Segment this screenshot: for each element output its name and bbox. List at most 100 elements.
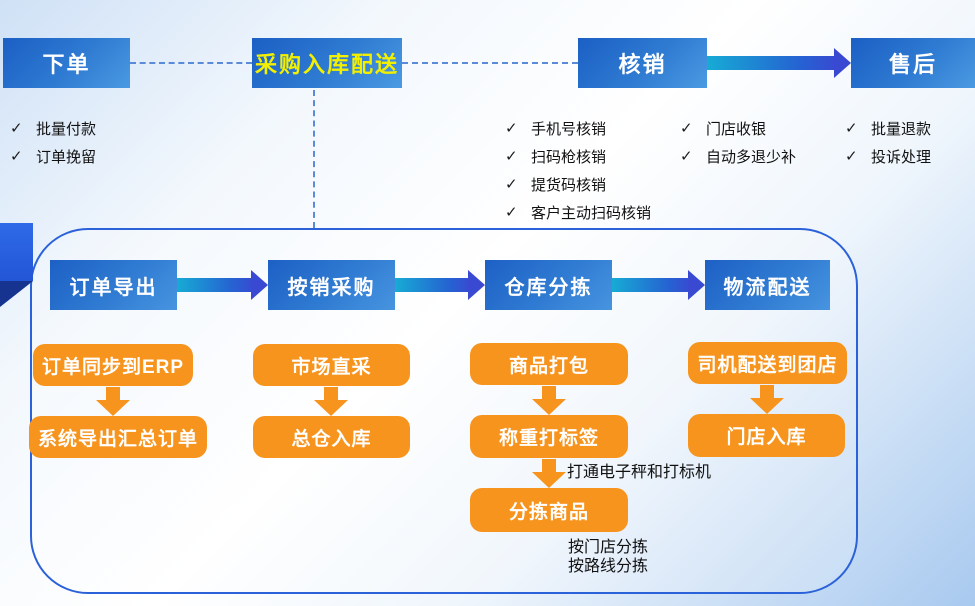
- arrow-head-icon: [834, 48, 851, 78]
- box-sort-goods: 分拣商品: [470, 488, 628, 532]
- arrow-step-2-3: [395, 270, 485, 300]
- arrow-body: [177, 278, 255, 292]
- checklist-label: 投诉处理: [871, 148, 932, 166]
- stage-place-order: 下单: [3, 38, 130, 88]
- checklist-order: ✓ 批量付款 ✓ 订单挽留: [10, 114, 96, 170]
- stage-label: 下单: [42, 52, 91, 77]
- step-label: 仓库分拣: [504, 276, 593, 299]
- box-label: 总仓入库: [291, 428, 372, 450]
- note-scale-labeler: 打通电子秤和打标机: [567, 464, 712, 481]
- checklist-label: 自动多退少补: [706, 148, 797, 166]
- check-icon: ✓: [10, 120, 23, 137]
- box-label: 门店入库: [726, 427, 807, 448]
- checklist-item: ✓ 提货码核销: [505, 170, 651, 198]
- checklist-item: ✓ 订单挽留: [10, 142, 96, 170]
- box-central-warehouse-inbound: 总仓入库: [253, 416, 410, 458]
- checklist-item: ✓ 批量付款: [10, 114, 96, 142]
- checklist-item: ✓ 投诉处理: [845, 142, 931, 170]
- arrow-head-icon: [532, 399, 566, 415]
- arrow-head-icon: [750, 398, 784, 414]
- check-icon: ✓: [505, 148, 518, 165]
- checklist-label: 批量退款: [871, 120, 932, 138]
- down-arrow-icon: [96, 387, 130, 416]
- note-line: 按门店分拣: [568, 539, 649, 556]
- box-label: 商品打包: [508, 355, 589, 377]
- arrow-head-icon: [468, 270, 485, 300]
- box-system-export-summary: 系统导出汇总订单: [29, 416, 207, 458]
- arrow-body: [395, 278, 472, 292]
- ribbon-fold-decoration: [0, 281, 33, 307]
- step-order-export: 订单导出: [50, 260, 177, 310]
- checklist-label: 批量付款: [36, 120, 97, 138]
- box-driver-delivery-store: 司机配送到团店: [688, 342, 847, 384]
- dashed-drop-connector: [313, 90, 315, 228]
- down-arrow-icon: [314, 387, 348, 416]
- box-goods-packing: 商品打包: [470, 343, 628, 385]
- arrow-stem: [760, 385, 774, 398]
- step-label: 按销采购: [287, 276, 376, 299]
- box-order-sync-erp: 订单同步到ERP: [33, 344, 193, 386]
- step-label: 订单导出: [69, 276, 158, 299]
- box-label: 称重打标签: [498, 428, 599, 449]
- checklist-item: ✓ 门店收银: [680, 114, 796, 142]
- stage-label: 售后: [888, 52, 937, 77]
- checklist-label: 门店收银: [706, 120, 767, 138]
- box-store-inbound: 门店入库: [688, 414, 845, 457]
- box-weigh-label: 称重打标签: [470, 415, 628, 458]
- checklist-verification-a: ✓ 手机号核销 ✓ 扫码枪核销 ✓ 提货码核销 ✓ 客户主动扫码核销: [505, 114, 651, 226]
- dashed-connector: [402, 62, 578, 64]
- arrow-verification-to-aftersale: [707, 48, 851, 78]
- down-arrow-icon: [532, 459, 566, 488]
- arrow-body: [707, 56, 838, 70]
- arrow-body: [612, 278, 692, 292]
- checklist-verification-b: ✓ 门店收银 ✓ 自动多退少补: [680, 114, 796, 170]
- note-line: 按路线分拣: [568, 558, 649, 575]
- checklist-label: 扫码枪核销: [531, 148, 607, 166]
- box-label: 订单同步到ERP: [41, 356, 185, 378]
- arrow-stem: [324, 387, 338, 400]
- arrow-head-icon: [532, 472, 566, 488]
- arrow-head-icon: [251, 270, 268, 300]
- arrow-head-icon: [96, 400, 130, 416]
- stage-aftersale: 售后: [851, 38, 975, 88]
- arrow-stem: [542, 386, 556, 399]
- checklist-label: 手机号核销: [531, 120, 607, 138]
- step-warehouse-sorting: 仓库分拣: [485, 260, 612, 310]
- arrow-stem: [542, 459, 556, 472]
- step-purchase-by-sales: 按销采购: [268, 260, 395, 310]
- check-icon: ✓: [845, 148, 858, 165]
- arrow-head-icon: [314, 400, 348, 416]
- checklist-item: ✓ 扫码枪核销: [505, 142, 651, 170]
- arrow-stem: [106, 387, 120, 400]
- note-sorting-modes: 按门店分拣 按路线分拣: [568, 538, 648, 576]
- checklist-item: ✓ 手机号核销: [505, 114, 651, 142]
- box-market-direct-purchase: 市场直采: [253, 344, 410, 386]
- step-label: 物流配送: [723, 276, 812, 299]
- dashed-connector: [130, 62, 252, 64]
- check-icon: ✓: [505, 204, 518, 221]
- check-icon: ✓: [505, 176, 518, 193]
- check-icon: ✓: [10, 148, 23, 165]
- box-label: 司机配送到团店: [697, 354, 838, 376]
- checklist-item: ✓ 自动多退少补: [680, 142, 796, 170]
- checklist-aftersale: ✓ 批量退款 ✓ 投诉处理: [845, 114, 931, 170]
- check-icon: ✓: [505, 120, 518, 137]
- checklist-item: ✓ 批量退款: [845, 114, 931, 142]
- down-arrow-icon: [750, 385, 784, 414]
- box-label: 分拣商品: [508, 501, 589, 523]
- down-arrow-icon: [532, 386, 566, 415]
- check-icon: ✓: [680, 148, 693, 165]
- box-label: 市场直采: [291, 356, 372, 378]
- checklist-item: ✓ 客户主动扫码核销: [505, 198, 651, 226]
- stage-label: 核销: [618, 52, 667, 77]
- stage-label: 采购入库配送: [254, 52, 399, 77]
- check-icon: ✓: [680, 120, 693, 137]
- checklist-label: 订单挽留: [36, 148, 97, 166]
- step-logistics-delivery: 物流配送: [705, 260, 830, 310]
- check-icon: ✓: [845, 120, 858, 137]
- arrow-head-icon: [688, 270, 705, 300]
- checklist-label: 提货码核销: [531, 176, 607, 194]
- ribbon-decoration: [0, 223, 33, 281]
- box-label: 系统导出汇总订单: [37, 428, 198, 450]
